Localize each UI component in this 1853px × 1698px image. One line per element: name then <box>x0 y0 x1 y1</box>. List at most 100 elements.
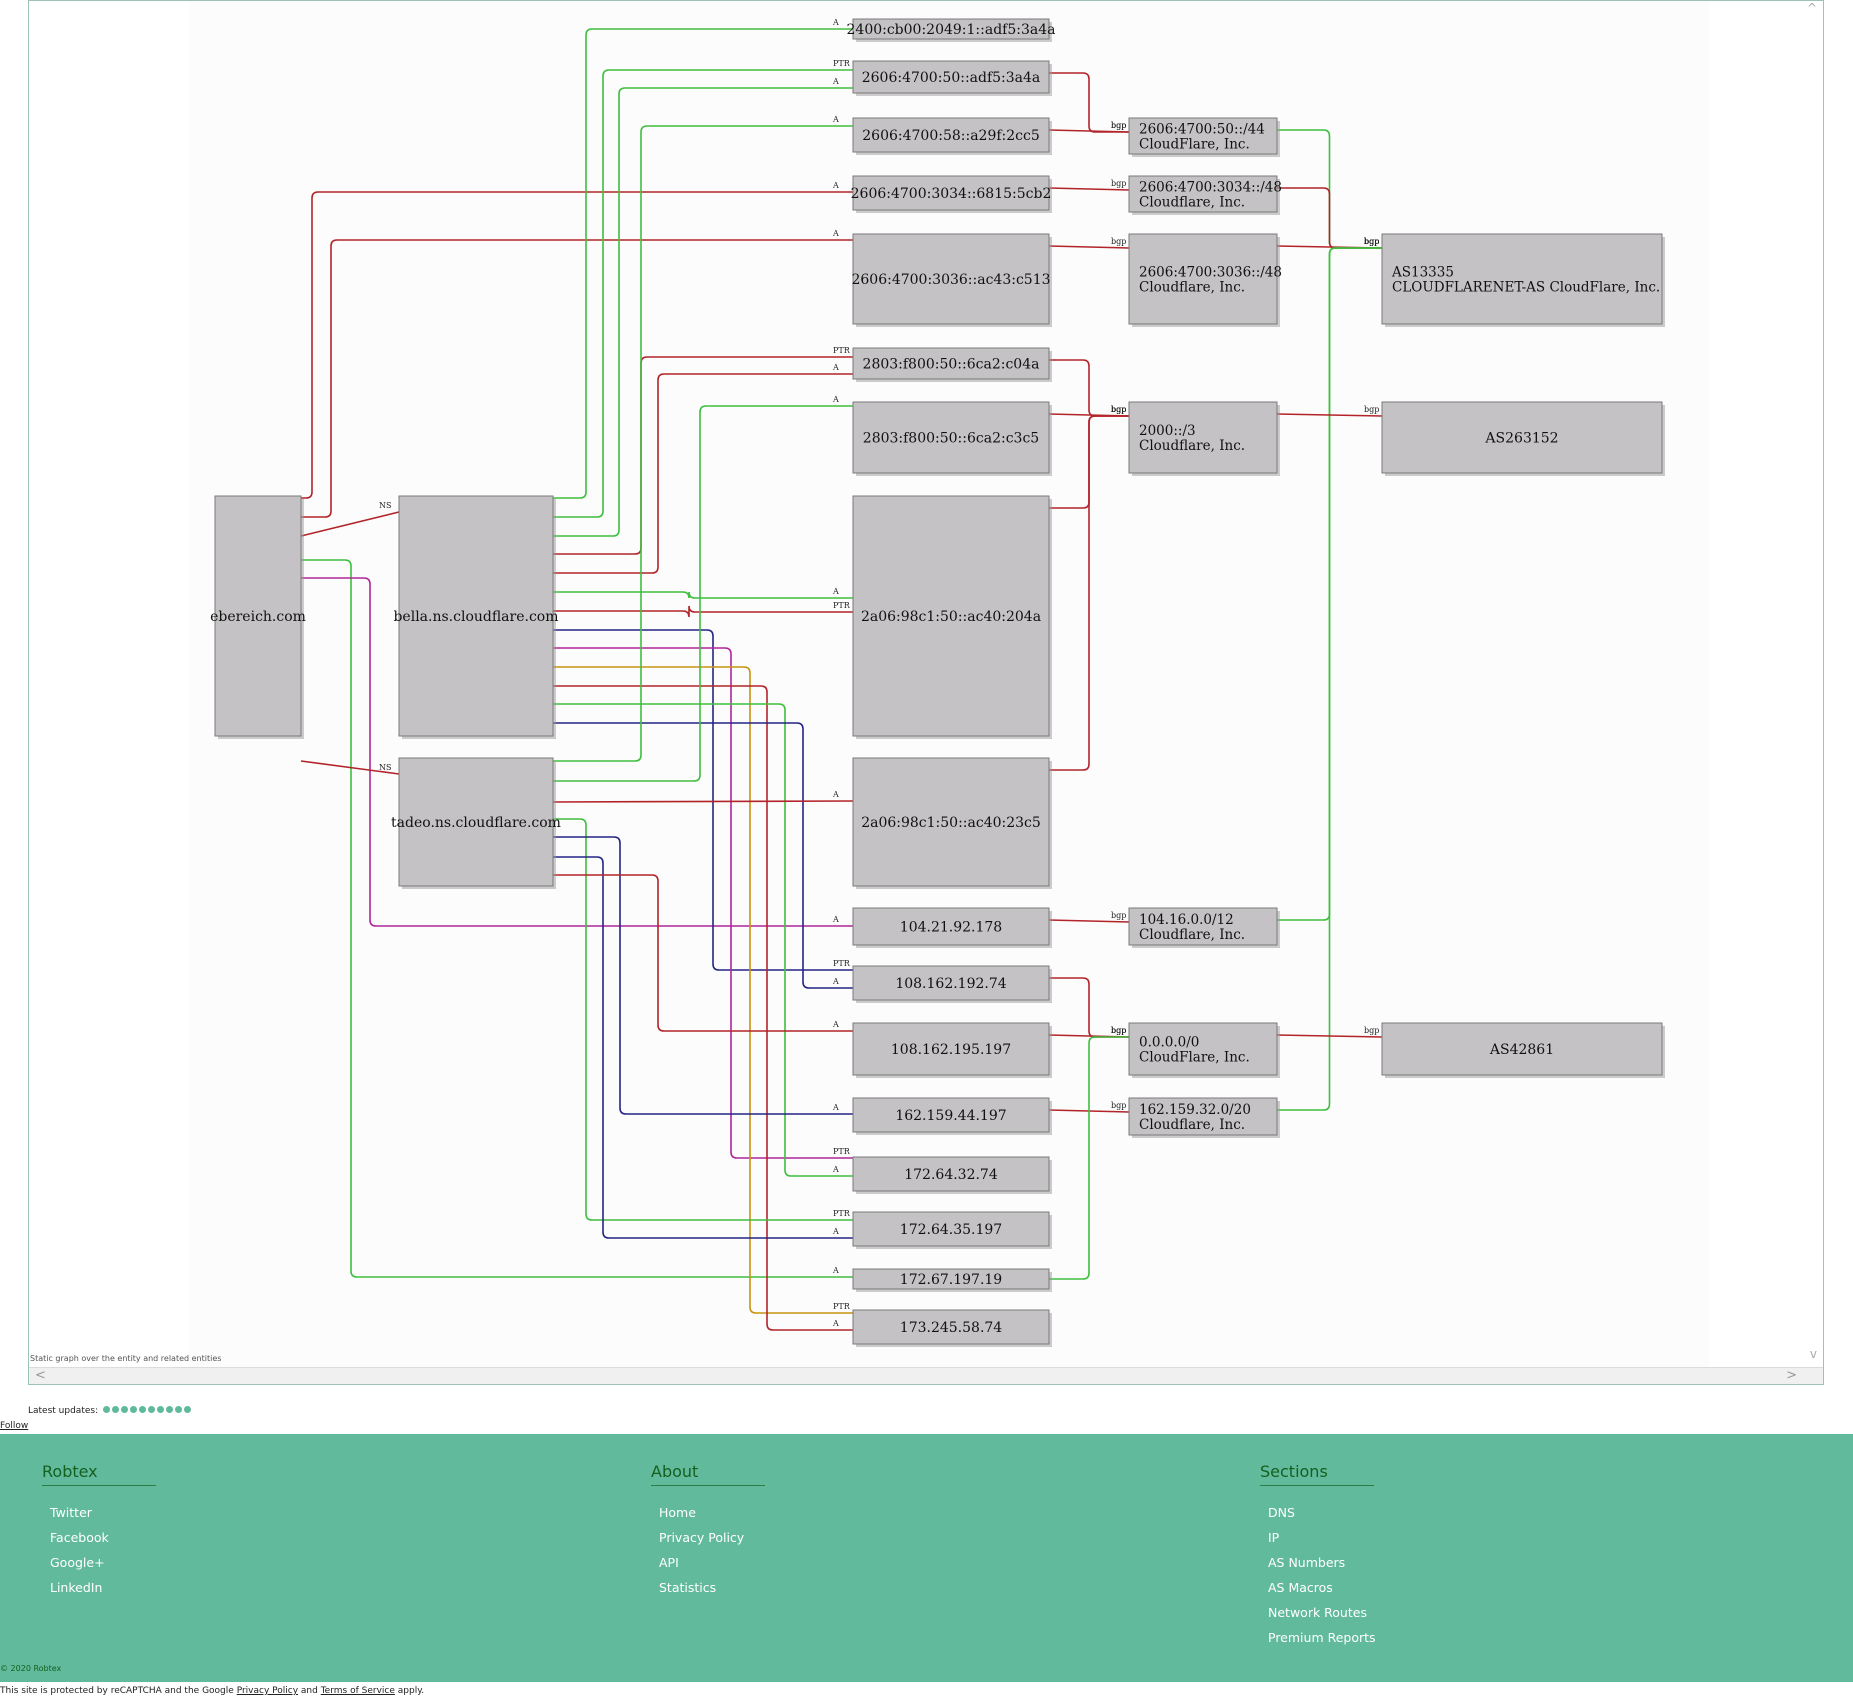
follow-link[interactable]: Follow <box>0 1421 29 1431</box>
footer-link-as-macros[interactable]: AS Macros <box>1268 1580 1333 1595</box>
privacy-policy-link[interactable]: Privacy Policy <box>236 1686 299 1696</box>
edge-line <box>553 722 853 989</box>
scroll-up-arrow[interactable]: ^ <box>1806 1 1817 15</box>
graph-node-ip6-7[interactable]: 2803:f800:50::6ca2:c3c5 <box>852 401 1052 476</box>
graph-node-ip4-6[interactable]: 172.64.35.197 <box>852 1211 1052 1249</box>
footer-link-api[interactable]: API <box>659 1555 679 1570</box>
update-dot[interactable] <box>111 1406 119 1413</box>
update-dot[interactable] <box>129 1406 137 1413</box>
graph-node-ip4-1[interactable]: 104.21.92.178 <box>852 907 1052 948</box>
edge-label: PTR <box>833 1147 851 1156</box>
graph-node-ip4-2[interactable]: 108.162.192.74 <box>852 965 1052 1003</box>
footer-link-network-routes[interactable]: Network Routes <box>1268 1605 1367 1620</box>
node-label: Cloudflare, Inc. <box>1139 195 1245 211</box>
update-dot[interactable] <box>147 1406 155 1413</box>
update-dot[interactable] <box>165 1406 173 1413</box>
update-dots[interactable] <box>101 1406 191 1416</box>
node-label: 2606:4700:3036::/48 <box>1139 265 1282 281</box>
footer-heading: Robtex <box>42 1462 156 1486</box>
edge-label: bgp <box>1364 237 1379 246</box>
scroll-down-arrow[interactable]: v <box>1809 1347 1817 1361</box>
edge-line <box>1276 413 1383 417</box>
scroll-left-arrow[interactable]: < <box>35 1368 46 1383</box>
graph-node-ip6-8[interactable]: 2a06:98c1:50::ac40:204a <box>852 495 1052 739</box>
footer-link-home[interactable]: Home <box>659 1505 696 1520</box>
node-box <box>398 495 554 737</box>
update-dot[interactable] <box>183 1406 191 1413</box>
graph-node-ebereich[interactable]: ebereich.com <box>210 495 306 739</box>
graph-edge: A <box>553 856 853 1239</box>
footer-link-premium-reports[interactable]: Premium Reports <box>1268 1630 1376 1645</box>
footer-link-as-numbers[interactable]: AS Numbers <box>1268 1555 1346 1570</box>
edge-label: A <box>832 18 839 27</box>
node-label: 2606:4700:3034::6815:5cb2 <box>851 186 1052 202</box>
footer-link-ip[interactable]: IP <box>1268 1530 1280 1545</box>
graph-node-as-3[interactable]: AS42861 <box>1381 1022 1665 1078</box>
graph-node-bella[interactable]: bella.ns.cloudflare.com <box>393 495 559 739</box>
edge-label: A <box>832 229 839 238</box>
graph-node-ip4-5[interactable]: 172.64.32.74 <box>852 1156 1052 1194</box>
edge-label: bgp <box>1111 405 1126 414</box>
footer-link-googleplus[interactable]: Google+ <box>50 1555 105 1570</box>
edge-line <box>300 511 400 537</box>
graph-node-ip4-8[interactable]: 173.245.58.74 <box>852 1309 1052 1347</box>
update-dot[interactable] <box>156 1406 164 1413</box>
graph-node-ip6-1[interactable]: 2400:cb00:2049:1::adf5:3a4a <box>847 18 1056 42</box>
node-label: 108.162.195.197 <box>891 1042 1011 1058</box>
node-label: bella.ns.cloudflare.com <box>393 609 558 625</box>
edge-label: bgp <box>1111 121 1126 130</box>
graph-node-as-2[interactable]: AS263152 <box>1381 401 1665 476</box>
graph-node-ip6-4[interactable]: 2606:4700:3034::6815:5cb2 <box>851 175 1052 213</box>
footer-link-twitter[interactable]: Twitter <box>50 1505 92 1520</box>
graph-node-ip6-3[interactable]: 2606:4700:58::a29f:2cc5 <box>852 117 1052 155</box>
graph-edge: A <box>553 115 853 762</box>
edge-label: bgp <box>1111 405 1126 414</box>
footer-link-dns[interactable]: DNS <box>1268 1505 1295 1520</box>
edge-line <box>1277 247 1382 1111</box>
update-dot[interactable] <box>174 1406 182 1413</box>
graph-node-ip6-9[interactable]: 2a06:98c1:50::ac40:23c5 <box>852 757 1052 889</box>
horizontal-scrollbar[interactable]: < > <box>29 1367 1823 1384</box>
edge-line <box>553 125 853 762</box>
node-box <box>1128 175 1278 213</box>
graph-edge: A <box>553 874 853 1032</box>
footer-link-statistics[interactable]: Statistics <box>659 1580 717 1595</box>
update-dot[interactable] <box>102 1406 110 1413</box>
node-label: 2606:4700:50::/44 <box>1139 122 1265 138</box>
node-label: AS13335 <box>1391 265 1454 281</box>
node-label: 2000::/3 <box>1139 423 1196 439</box>
graph-node-ip6-6[interactable]: 2803:f800:50::6ca2:c04a <box>852 347 1052 382</box>
footer-link-facebook[interactable]: Facebook <box>50 1530 109 1545</box>
latest-updates-label: Latest updates: <box>28 1406 99 1416</box>
update-dot[interactable] <box>120 1406 128 1413</box>
node-box <box>852 965 1050 1001</box>
update-dot[interactable] <box>138 1406 146 1413</box>
footer-link-privacy-policy[interactable]: Privacy Policy <box>659 1530 745 1545</box>
node-label: 104.21.92.178 <box>900 920 1002 936</box>
node-label: 104.16.0.0/12 <box>1139 912 1234 928</box>
footer-link-linkedin[interactable]: LinkedIn <box>50 1580 103 1595</box>
node-label: CloudFlare, Inc. <box>1139 137 1250 153</box>
graph-node-ip4-3[interactable]: 108.162.195.197 <box>852 1022 1052 1078</box>
node-label: 173.245.58.74 <box>900 1320 1003 1336</box>
graph-node-tadeo[interactable]: tadeo.ns.cloudflare.com <box>391 757 561 889</box>
terms-of-service-link[interactable]: Terms of Service <box>320 1686 395 1696</box>
scroll-right-arrow[interactable]: > <box>1786 1368 1797 1383</box>
graph-edge: bgp <box>1276 1026 1383 1038</box>
edge-label: PTR <box>833 346 851 355</box>
graph-node-ip6-2[interactable]: 2606:4700:50::adf5:3a4a <box>852 60 1052 96</box>
edge-label: bgp <box>1111 405 1126 414</box>
graph-node-ip6-5[interactable]: 2606:4700:3036::ac43:c513 <box>851 233 1052 327</box>
graph-node-ip4-4[interactable]: 162.159.44.197 <box>852 1097 1052 1135</box>
graph-node-ip4-7[interactable]: 172.67.197.19 <box>852 1268 1052 1292</box>
graph-edge: A <box>553 587 853 599</box>
